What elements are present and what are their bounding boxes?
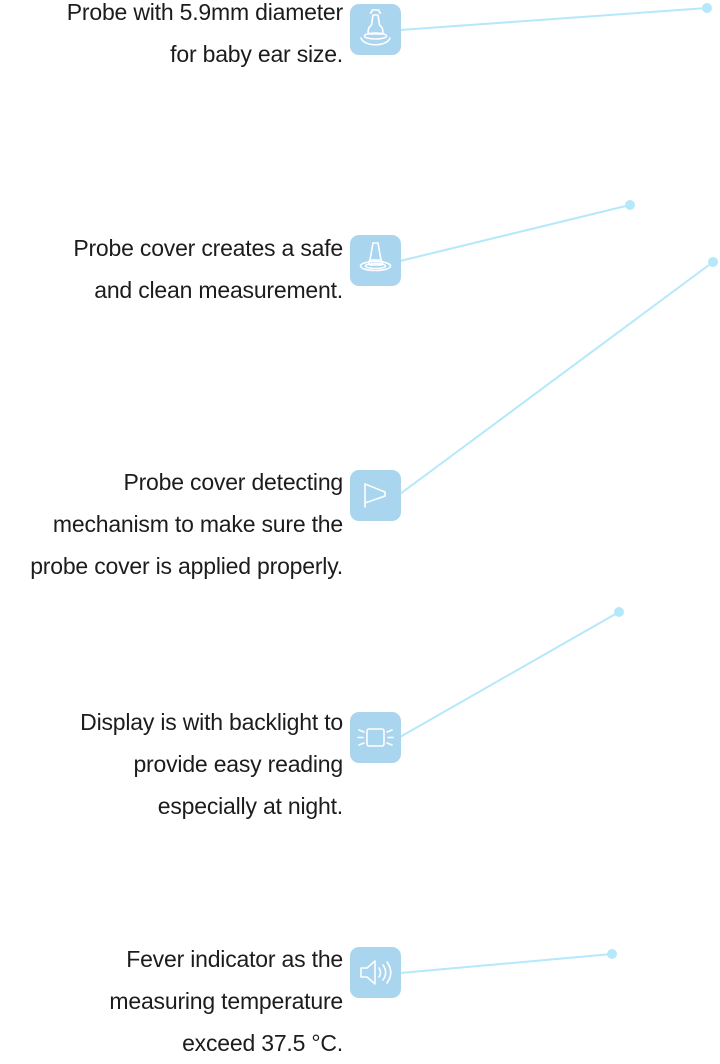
feature-text-line: Fever indicator as the bbox=[126, 946, 343, 972]
feature-fever-text: Fever indicator as the measuring tempera… bbox=[109, 938, 343, 1064]
leader-dot bbox=[708, 257, 718, 267]
probe-icon bbox=[350, 4, 401, 55]
feature-text-line: exceed 37.5 °C. bbox=[182, 1030, 343, 1056]
feature-text-line: probe cover is applied properly. bbox=[30, 553, 343, 579]
feature-text-line: provide easy reading bbox=[133, 751, 343, 777]
feature-text-line: Probe with 5.9mm diameter bbox=[66, 0, 343, 25]
feature-text-line: mechanism to make sure the bbox=[52, 511, 343, 537]
feature-probe-text: Probe with 5.9mm diameter for baby ear s… bbox=[67, 0, 343, 75]
probe-cover-detect-icon bbox=[350, 470, 401, 521]
feature-text-line: Display is with backlight to bbox=[80, 709, 343, 735]
leader-dot bbox=[607, 949, 617, 959]
feature-text-line: Probe cover creates a safe bbox=[73, 235, 343, 261]
feature-text-line: especially at night. bbox=[157, 793, 343, 819]
leader-dot bbox=[625, 200, 635, 210]
backlight-display-icon bbox=[350, 712, 401, 763]
probe-cover-icon bbox=[350, 235, 401, 286]
feature-text-line: measuring temperature bbox=[109, 988, 343, 1014]
feature-text-line: and clean measurement. bbox=[94, 277, 343, 303]
leader-line-probe bbox=[399, 3, 712, 31]
leader-line-fever bbox=[399, 949, 617, 974]
speaker-icon bbox=[350, 947, 401, 998]
feature-text-line: for baby ear size. bbox=[170, 41, 343, 67]
feature-text-line: Probe cover detecting bbox=[123, 469, 343, 495]
leader-line-probe-cover bbox=[399, 200, 635, 262]
leader-line-probe-cover-detect bbox=[399, 257, 718, 495]
feature-probe-cover-text: Probe cover creates a safe and clean mea… bbox=[73, 227, 343, 311]
leader-dot bbox=[702, 3, 712, 13]
leader-line-backlight bbox=[399, 607, 624, 738]
feature-backlight-text: Display is with backlight to provide eas… bbox=[80, 701, 343, 827]
feature-probe-cover-detect-text: Probe cover detecting mechanism to make … bbox=[30, 461, 343, 587]
leader-dot bbox=[614, 607, 624, 617]
